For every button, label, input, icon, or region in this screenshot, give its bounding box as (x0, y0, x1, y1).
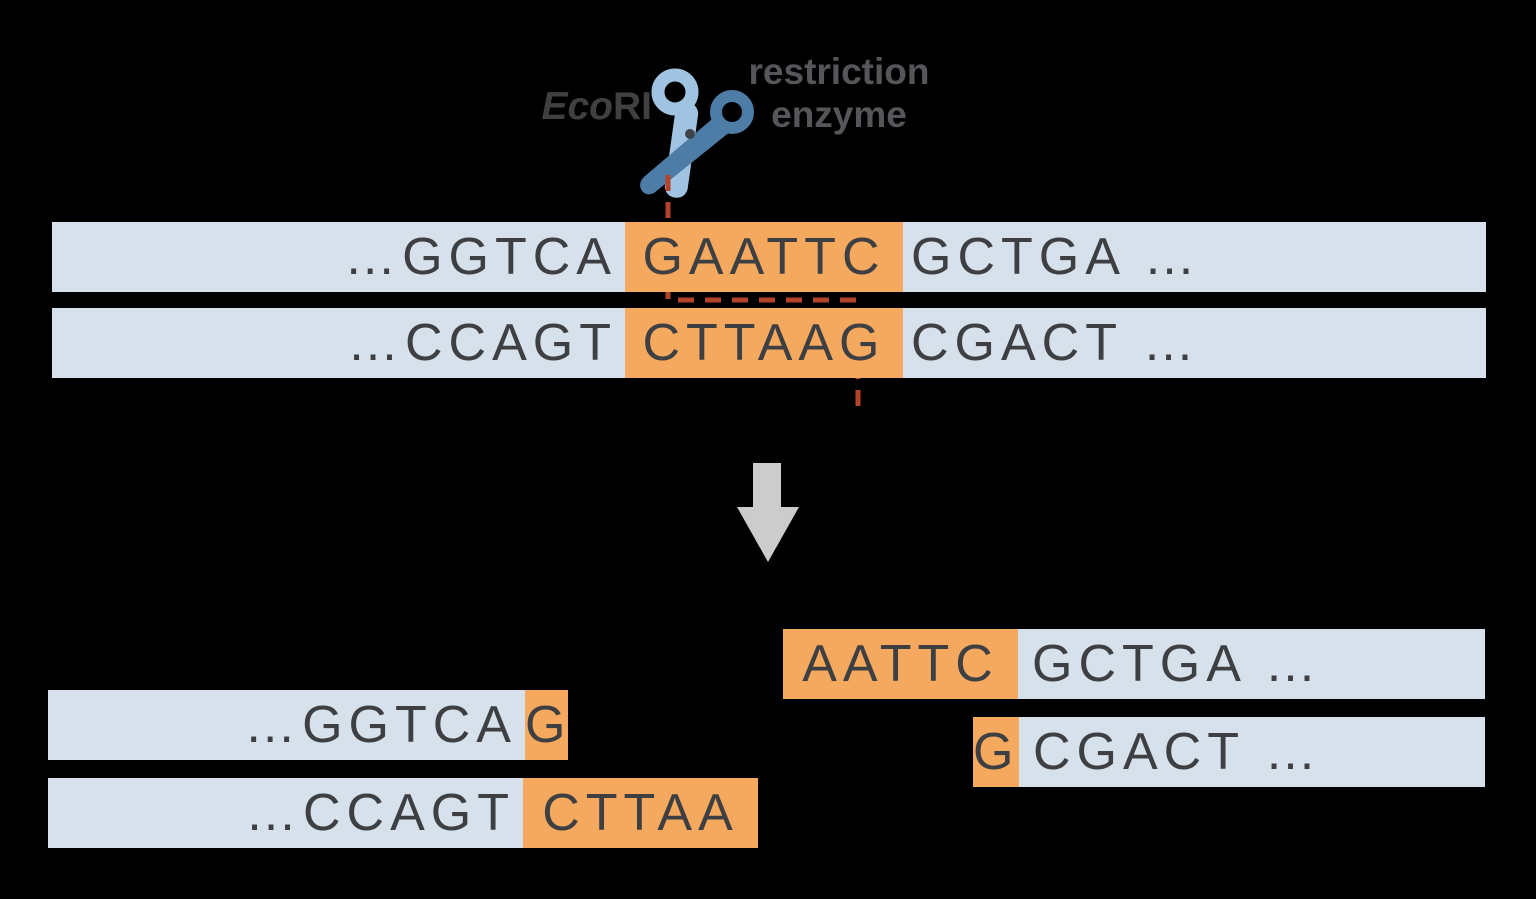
sequence-recognition-site: GAATTC (642, 228, 886, 286)
sticky-end-highlight (525, 690, 568, 760)
sequence-left-flank: …GGTCA (344, 228, 617, 286)
sequence-left-flank: …GGTCA (244, 696, 517, 754)
enzyme-type-line2: enzyme (771, 94, 907, 135)
sequence-right-flank: GCTGA … (911, 228, 1202, 286)
sticky-end-highlight (783, 629, 1018, 699)
uncut-dna-top-strand: …GGTCA GAATTC GCTGA … (52, 222, 1486, 292)
sequence-overhang: G (525, 696, 572, 754)
left-fragment-top-strand: …GGTCA G (48, 690, 568, 760)
enzyme-name-label: EcoRI (460, 86, 652, 128)
enzyme-type-label: restriction enzyme (740, 50, 938, 136)
uncut-dna-bottom-strand: …CCAGT CTTAAG CGACT … (52, 308, 1486, 378)
recognition-site-highlight-top (625, 222, 903, 292)
sequence-left-flank: …CCAGT (347, 314, 617, 372)
sequence-overhang: CTTAA (542, 784, 739, 842)
right-fragment-top-strand: AATTC GCTGA … (783, 629, 1485, 699)
sequence-overhang: G (973, 723, 1020, 781)
scissors-icon (640, 68, 754, 198)
left-fragment-bottom-strand: …CCAGT CTTAA (48, 778, 758, 848)
recognition-site-highlight-bottom (625, 308, 903, 378)
sequence-right-flank: CGACT … (1033, 723, 1323, 781)
sticky-end-highlight (973, 717, 1019, 787)
sequence-right-flank: CGACT … (911, 314, 1201, 372)
sequence-recognition-site: CTTAAG (642, 314, 886, 372)
sequence-left-flank: …CCAGT (245, 784, 515, 842)
sequence-right-flank: GCTGA … (1032, 635, 1323, 693)
sequence-overhang: AATTC (802, 635, 999, 693)
enzyme-type-line1: restriction (748, 51, 930, 92)
right-fragment-bottom-strand: G CGACT … (973, 717, 1485, 787)
down-arrow-icon (737, 463, 799, 562)
enzyme-name-suffix: RI (613, 85, 652, 128)
enzyme-name-italic-part: Eco (541, 85, 613, 128)
sticky-end-highlight (523, 778, 758, 848)
